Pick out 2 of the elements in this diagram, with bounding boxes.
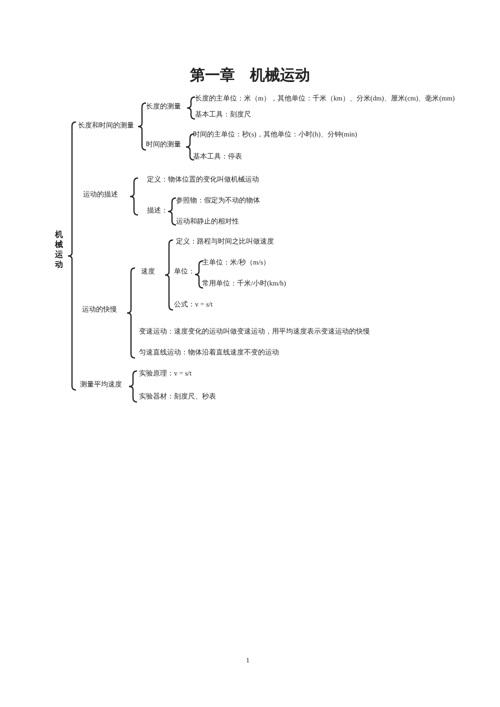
topic-heading: 机械运动	[55, 230, 64, 270]
page-title: 第一章 机械运动	[189, 66, 311, 85]
